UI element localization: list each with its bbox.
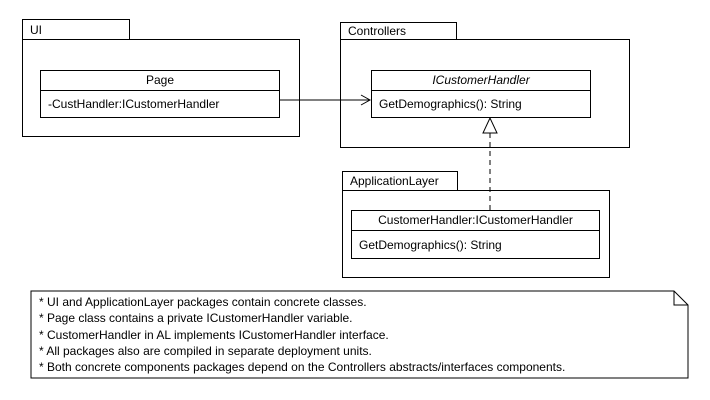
package-applicationlayer-label: ApplicationLayer: [350, 174, 439, 188]
class-page-member: -CustHandler:ICustomerHandler: [48, 97, 220, 111]
note-line: * CustomerHandler in AL implements ICust…: [39, 327, 389, 342]
package-ui-label: UI: [30, 22, 42, 37]
class-customerhandler-member: GetDemographics(): String: [359, 237, 502, 252]
package-controllers-tab: Controllers: [340, 22, 457, 40]
note-line: * UI and ApplicationLayer packages conta…: [39, 295, 367, 309]
note-line: * Both concrete components packages depe…: [39, 360, 566, 375]
class-page-title: Page: [41, 71, 279, 91]
class-customerhandler: CustomerHandler:ICustomerHandler GetDemo…: [351, 210, 600, 259]
note-line: * Page class contains a private ICustome…: [39, 311, 353, 326]
class-icustomerhandler: ICustomerHandler GetDemographics(): Stri…: [371, 70, 591, 118]
package-applicationlayer-tab: ApplicationLayer: [342, 171, 458, 191]
note-line: * All packages also are compiled in sepa…: [39, 343, 372, 358]
class-icustomerhandler-title: ICustomerHandler: [372, 71, 590, 91]
class-icustomerhandler-member: GetDemographics(): String: [379, 97, 522, 111]
class-customerhandler-title: CustomerHandler:ICustomerHandler: [352, 211, 599, 231]
note: * UI and ApplicationLayer packages conta…: [39, 294, 679, 375]
package-controllers-label: Controllers: [348, 24, 407, 38]
class-page: Page -CustHandler:ICustomerHandler: [40, 70, 280, 118]
package-ui-tab: UI: [22, 19, 130, 40]
